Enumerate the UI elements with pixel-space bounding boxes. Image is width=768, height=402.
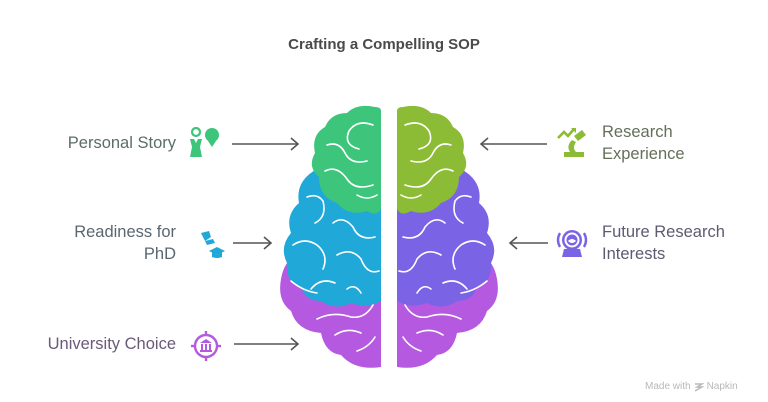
label-line: Interests bbox=[602, 245, 666, 263]
university-target-icon bbox=[191, 331, 221, 361]
arrow-future-research bbox=[508, 236, 548, 250]
microscope-growth-icon bbox=[557, 128, 586, 157]
arrow-research-experience bbox=[479, 137, 547, 151]
arrow-personal-story bbox=[232, 137, 300, 151]
credit-brand: Napkin bbox=[706, 381, 738, 392]
credit-prefix: Made with bbox=[645, 381, 691, 392]
label-future-research-interests: Future Research Interests bbox=[602, 221, 762, 265]
arrow-university-choice bbox=[234, 337, 300, 351]
label-university-choice: University Choice bbox=[20, 333, 176, 355]
people-idea-icon bbox=[190, 127, 219, 157]
brain-diagram bbox=[280, 105, 498, 368]
webcam-icon bbox=[556, 230, 588, 257]
label-line: Future Research bbox=[602, 223, 725, 241]
label-line: Readiness for bbox=[74, 223, 176, 241]
label-line: Experience bbox=[602, 145, 685, 163]
diagram-title: Crafting a Compelling SOP bbox=[288, 36, 480, 53]
label-readiness-for-phd: Readiness for PhD bbox=[40, 221, 176, 265]
label-personal-story: Personal Story bbox=[40, 132, 176, 154]
label-line: University Choice bbox=[47, 335, 176, 353]
napkin-logo-icon bbox=[694, 382, 704, 392]
graduation-cap-icon bbox=[201, 231, 225, 258]
label-research-experience: Research Experience bbox=[602, 121, 762, 165]
arrow-readiness-phd bbox=[233, 236, 273, 250]
napkin-credit: Made with Napkin bbox=[645, 381, 738, 392]
label-line: PhD bbox=[143, 245, 176, 263]
label-line: Research bbox=[602, 123, 673, 141]
label-line: Personal Story bbox=[67, 134, 176, 152]
